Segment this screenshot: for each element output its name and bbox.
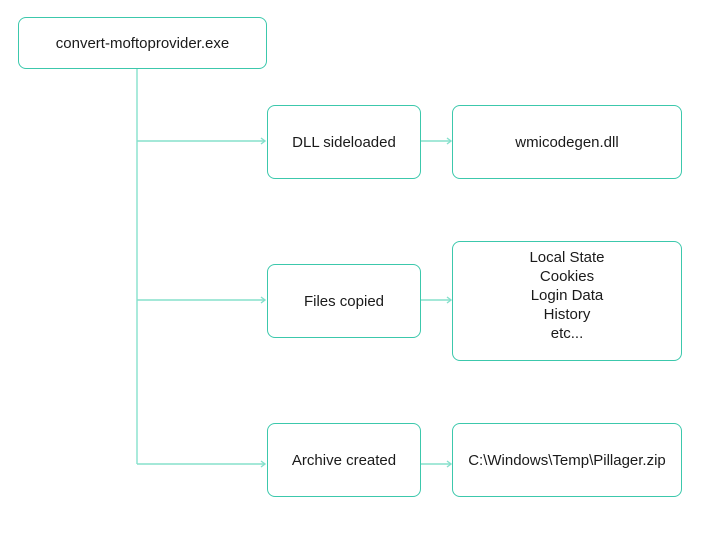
result-file-item: Login Data — [530, 287, 604, 304]
arrowhead-icon — [260, 137, 267, 145]
result-node-files: Local State Cookies Login Data History e… — [452, 241, 682, 361]
root-node: convert-moftoprovider.exe — [18, 17, 267, 69]
action-node-files-copied: Files copied — [267, 264, 421, 338]
action-node-archive-created: Archive created — [267, 423, 421, 497]
result-node-archive: C:\Windows\Temp\Pillager.zip — [452, 423, 682, 497]
root-label: convert-moftoprovider.exe — [55, 34, 230, 52]
arrowhead-icon — [260, 460, 267, 468]
result-label: wmicodegen.dll — [515, 133, 619, 151]
result-file-item: Local State — [529, 249, 605, 266]
arrowhead-icon — [260, 296, 267, 304]
action-node-dll-sideloaded: DLL sideloaded — [267, 105, 421, 179]
action-label: Files copied — [303, 292, 385, 310]
arrowhead-icon — [446, 460, 453, 468]
arrowhead-icon — [446, 137, 453, 145]
action-label: DLL sideloaded — [292, 133, 396, 151]
result-label: C:\Windows\Temp\Pillager.zip — [468, 451, 666, 469]
result-file-item: Cookies — [539, 268, 595, 285]
result-file-item: History — [543, 306, 591, 323]
result-node-dll: wmicodegen.dll — [452, 105, 682, 179]
action-label: Archive created — [291, 451, 397, 469]
result-file-item: etc... — [550, 325, 584, 342]
arrowhead-icon — [446, 296, 453, 304]
